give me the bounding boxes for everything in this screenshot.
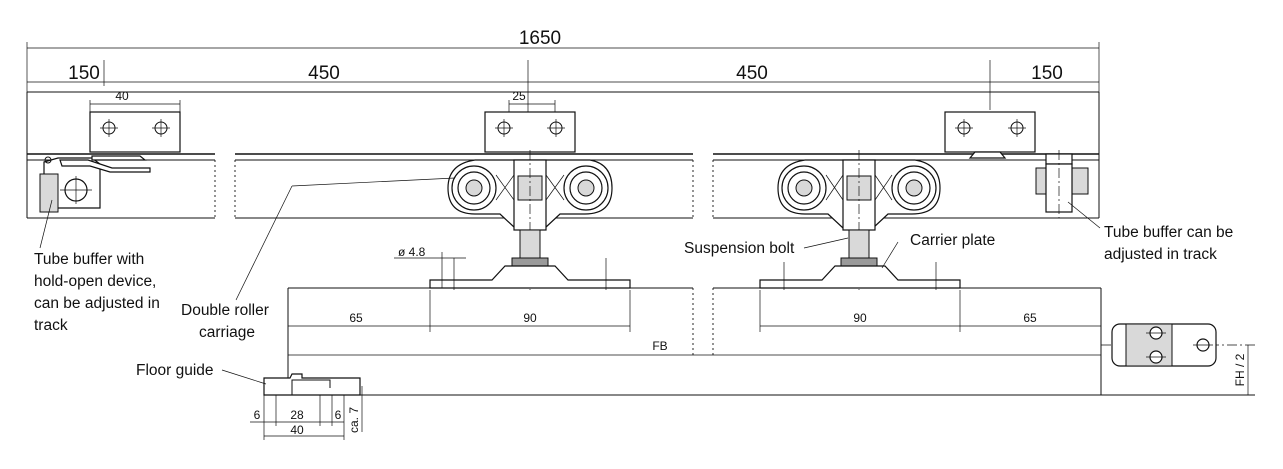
tube-buffer-hold-open <box>39 155 151 213</box>
label-double-roller-carriage: Double roller carriage <box>181 302 273 341</box>
double-roller-carriage-left <box>429 150 631 290</box>
dim-left-mid: 450 <box>308 63 340 84</box>
dim-door-height-half: FH / 2 <box>1233 353 1247 386</box>
dim-bracket-spacing: 40 <box>115 89 129 103</box>
dim-floor-guide-width: 40 <box>290 423 304 437</box>
dim-floor-guide-gap-right: 6 <box>335 408 342 422</box>
end-stop-bracket <box>1111 323 1217 367</box>
dim-carrier-plate-right: 90 <box>853 311 867 325</box>
label-tube-buffer-adjustable: Tube buffer can be adjusted in track <box>1104 224 1238 263</box>
dim-floor-guide-inner: 28 <box>290 408 304 422</box>
dim-left-end: 150 <box>68 63 100 84</box>
floor-guide <box>250 373 370 440</box>
door-dimension-lines <box>288 290 1249 395</box>
label-tube-buffer-hold-open: Tube buffer with hold-open device, can b… <box>34 251 164 334</box>
hole-diameter-callout <box>394 252 466 288</box>
dim-bolt-spacing: 25 <box>512 89 526 103</box>
dim-right-end: 150 <box>1031 63 1063 84</box>
dim-floor-guide-depth: ca. 7 <box>347 407 361 433</box>
dim-right-mid: 450 <box>736 63 768 84</box>
dim-carrier-plate-left: 90 <box>523 311 537 325</box>
mounting-bracket-left <box>89 100 181 153</box>
label-suspension-bolt: Suspension bolt <box>684 240 795 257</box>
double-roller-carriage-right <box>759 150 961 290</box>
dim-edge-offset-right: 65 <box>1023 311 1037 325</box>
leader-lines <box>39 177 1101 385</box>
label-floor-guide: Floor guide <box>136 362 214 379</box>
tube-buffer-adjustable <box>1035 150 1089 218</box>
dim-floor-guide-gap-left: 6 <box>254 408 261 422</box>
mounting-bracket-center <box>484 100 576 153</box>
overall-dimension-line <box>26 42 1100 120</box>
dim-total-length: 1650 <box>519 28 561 49</box>
mounting-bracket-right <box>944 111 1036 159</box>
dim-edge-offset-left: 65 <box>349 311 363 325</box>
dim-hole-diameter: ø 4.8 <box>398 245 426 259</box>
dim-door-width: FB <box>652 339 667 353</box>
label-carrier-plate: Carrier plate <box>910 232 995 249</box>
door-leaf <box>287 287 1255 396</box>
